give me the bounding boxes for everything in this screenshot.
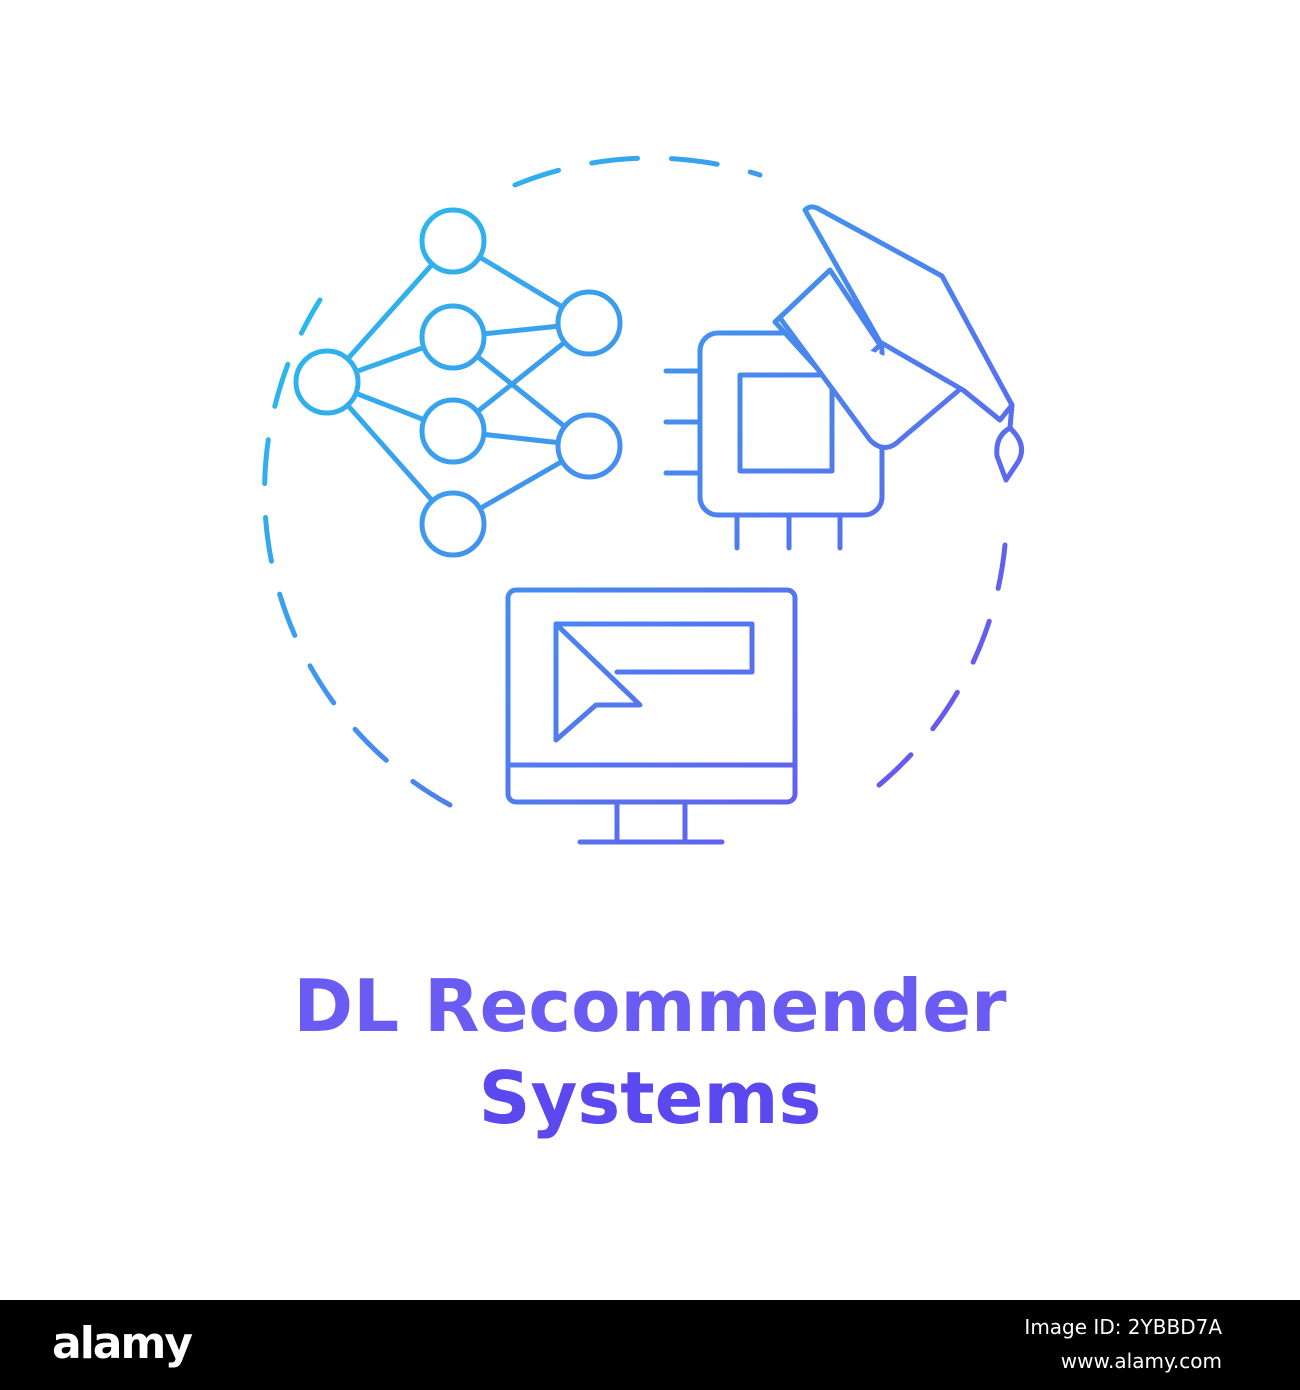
stock-site-url: www.alamy.com: [1060, 1349, 1222, 1373]
stock-brand-logo: alamy: [52, 1318, 193, 1369]
caption-line-2: Systems: [478, 1056, 822, 1140]
caption-line-1: DL Recommender: [293, 964, 1007, 1048]
monitor-icon: [505, 587, 798, 845]
concept-icon-illustration: [262, 155, 1025, 845]
recommendation-banner: [553, 621, 755, 675]
cursor-icon: [553, 621, 643, 743]
stock-footer-bar: alamy Image ID: 2YBBD7A www.alamy.com: [0, 1300, 1300, 1390]
graduation-cap-icon: [772, 204, 1025, 483]
neural-network-icon: [293, 207, 623, 558]
dashed-circle-frame: [262, 155, 1008, 808]
stock-image-id: Image ID: 2YBBD7A: [1024, 1315, 1222, 1339]
stock-image-info: Image ID: 2YBBD7A www.alamy.com: [1024, 1310, 1222, 1378]
concept-caption: DL Recommender Systems: [0, 960, 1300, 1144]
